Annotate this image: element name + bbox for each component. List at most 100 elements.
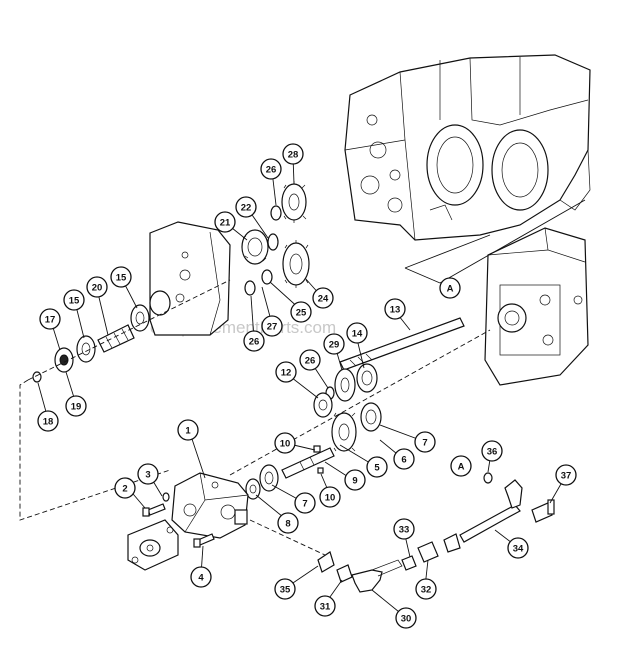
seal-8 <box>245 478 261 500</box>
callout-24: 24 <box>312 287 334 309</box>
callout-label: 26 <box>305 356 316 367</box>
bushing-26-mid <box>244 280 256 296</box>
callout-33: 33 <box>393 518 415 540</box>
callout-32: 32 <box>415 578 437 600</box>
bolt-4 <box>193 533 215 548</box>
bushing-22 <box>267 233 279 251</box>
callout-7-right: 7 <box>414 431 436 453</box>
callout-5: 5 <box>366 456 388 478</box>
callout-label: 33 <box>399 525 410 536</box>
bearing-12 <box>313 392 333 418</box>
callout-label: A <box>458 462 465 473</box>
callout-label: 20 <box>92 283 103 294</box>
callout-label: 35 <box>280 585 291 596</box>
reference-A-leader <box>404 199 586 284</box>
callout-4: 4 <box>190 566 212 588</box>
seal-17 <box>54 347 74 373</box>
connector-33 <box>401 555 417 571</box>
callout-label: 2 <box>122 484 127 495</box>
callout-label: 1 <box>185 426 191 437</box>
gear-5 <box>331 412 357 452</box>
callout-label: 15 <box>116 273 127 284</box>
callout-label: 7 <box>422 438 427 449</box>
callout-10-upper: 10 <box>274 432 296 454</box>
callout-label: 10 <box>280 439 291 450</box>
callout-1: 1 <box>177 419 199 441</box>
centerline-left-loop <box>19 379 171 521</box>
callout-15-left: 15 <box>63 289 85 311</box>
callout-12: 12 <box>275 361 297 383</box>
callout-20: 20 <box>86 276 108 298</box>
pump-cover-plate <box>149 221 231 336</box>
callout-label: 17 <box>45 315 56 326</box>
callout-label: 6 <box>401 455 406 466</box>
callout-label: 27 <box>267 322 278 333</box>
callout-label: 37 <box>561 471 572 482</box>
shaft-9 <box>281 447 335 479</box>
callout-label: 12 <box>281 368 292 379</box>
hose-32 <box>417 541 439 563</box>
bearing-15-left <box>76 335 96 363</box>
callout-8: 8 <box>277 512 299 534</box>
bushing-26-top <box>270 205 282 221</box>
callout-label: 19 <box>71 402 82 413</box>
callout-13: 13 <box>384 298 406 320</box>
callout-3: 3 <box>137 463 159 485</box>
callout-2: 2 <box>114 477 136 499</box>
callout-label: 24 <box>318 294 329 305</box>
callout-label: 29 <box>329 340 340 351</box>
callout-label: 3 <box>145 470 150 481</box>
callout-26-left: 26 <box>243 330 265 352</box>
bolt-2 <box>142 503 166 517</box>
callout-label: 4 <box>198 573 204 584</box>
callout-label: 18 <box>43 417 54 428</box>
callout-26-middle: 26 <box>299 349 321 371</box>
tube-34 <box>459 479 523 543</box>
bearing-7-lower <box>259 464 279 492</box>
pump-flange <box>127 519 179 571</box>
callout-label: 7 <box>302 499 307 510</box>
callout-label: 34 <box>513 544 524 555</box>
callout-25: 25 <box>290 301 312 323</box>
callout-19: 19 <box>65 395 87 417</box>
callout-label: 31 <box>320 602 331 613</box>
fitting-37 <box>531 499 555 523</box>
callout-28: 28 <box>282 143 304 165</box>
washer-3 <box>162 492 170 502</box>
fitting-31 <box>336 564 353 583</box>
callout-label: 25 <box>296 308 307 319</box>
callout-A-lower: A <box>450 455 472 477</box>
centerline-middle <box>229 329 491 476</box>
callout-label: 28 <box>288 150 299 161</box>
bearing-7-upper <box>360 402 382 432</box>
callout-7-left: 7 <box>294 492 316 514</box>
callout-18: 18 <box>37 410 59 432</box>
callout-26-top: 26 <box>260 158 282 180</box>
tube-30 <box>351 559 403 593</box>
callout-label: 26 <box>266 165 277 176</box>
oring-36 <box>483 472 493 484</box>
callout-label: 9 <box>352 476 357 487</box>
gear-28 <box>281 181 307 223</box>
callout-A-upper: A <box>439 277 461 299</box>
callout-17: 17 <box>39 308 61 330</box>
callout-10-lower: 10 <box>319 486 341 508</box>
fitting-33-elbow <box>443 533 461 553</box>
callout-label: 8 <box>285 519 290 530</box>
bearing-14 <box>356 363 378 393</box>
callout-22: 22 <box>235 196 257 218</box>
callout-31: 31 <box>314 595 336 617</box>
gear-24 <box>282 240 310 288</box>
callout-label: 14 <box>352 329 363 340</box>
callout-37: 37 <box>555 464 577 486</box>
rear-cover <box>484 227 589 386</box>
callout-34: 34 <box>507 537 529 559</box>
callout-14: 14 <box>346 322 368 344</box>
key-10 <box>313 445 324 474</box>
transmission-housing <box>344 54 591 241</box>
callout-label: 30 <box>401 614 412 625</box>
callout-label: 15 <box>69 296 80 307</box>
callout-label: 5 <box>374 463 380 474</box>
